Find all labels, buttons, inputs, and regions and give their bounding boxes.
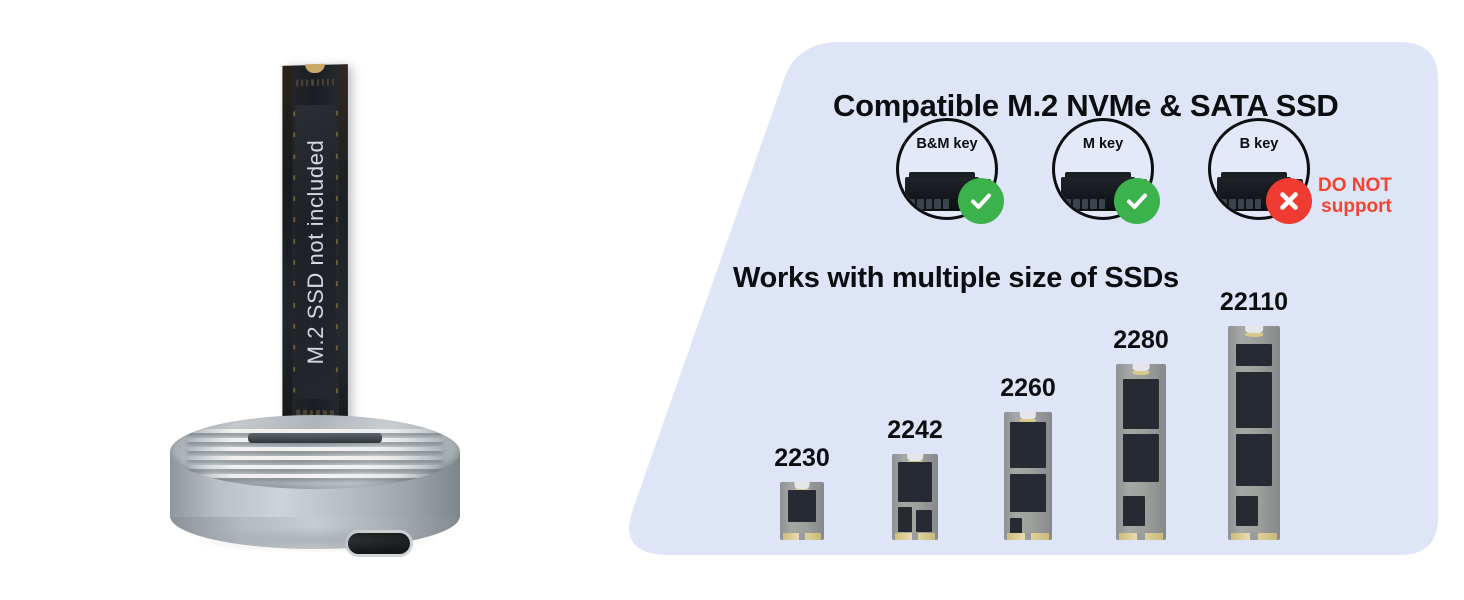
docking-station [170,415,460,554]
drive-chip [1236,372,1272,428]
drive-chip [788,490,816,522]
cross-icon [1280,192,1298,210]
dock-base-top [170,415,460,489]
drive-notch [1245,325,1263,337]
drive-notch [1132,363,1150,375]
drive-chip [1123,379,1159,429]
pcb-top-components [296,78,334,87]
drive-22110: 22110 [1220,282,1288,540]
usb-c-port [348,533,410,554]
pcb-right-edge [338,64,348,438]
compatibility-panel: Compatible M.2 NVMe & SATA SSD B& [608,40,1440,557]
drive-chip [1123,434,1159,482]
drive-body-2280 [1116,363,1166,540]
drive-2230: 2230 [774,438,830,540]
ssd-not-included-text: M.2 SSD not included [302,139,328,365]
drive-size-group: 2230 2242 2260 2280 22110 [758,288,1438,558]
supported-badge-bm [958,178,1004,224]
drive-gold-connector [1231,533,1277,540]
drive-chip [1236,496,1258,526]
drive-chip [898,462,932,502]
drive-body-22110 [1228,325,1280,540]
drive-chip [1236,344,1272,366]
drive-gold-connector [1006,533,1050,540]
check-icon [1127,193,1147,209]
drive-notch [1019,411,1037,423]
ssd-label: M.2 SSD not included [295,104,336,400]
drive-label-2242: 2242 [887,416,943,444]
m2-slot [248,433,382,443]
drive-label-2280: 2280 [1113,326,1169,354]
drive-gold-connector [1119,533,1163,540]
drive-gold-connector [894,533,936,540]
key-card-b: B key DO NOT support [1208,118,1392,224]
drive-body-2260 [1004,411,1052,540]
drive-2260: 2260 [1000,368,1056,540]
drive-notch [907,453,923,465]
do-not-support-line2: support [1321,195,1392,217]
drive-notch [794,481,810,493]
drive-label-22110: 22110 [1219,288,1289,316]
drive-chip [1010,422,1046,468]
check-icon [971,193,991,209]
product-photo: M.2 SSD not included [60,20,580,560]
panel-subtitle: Works with multiple size of SSDs [733,262,1179,294]
drive-chip [1236,434,1272,486]
supported-badge-m [1114,178,1160,224]
not-supported-badge-b [1266,178,1312,224]
key-compatibility-group: B&M key [896,118,1396,253]
ssd-top-notch [305,63,325,74]
pcb-left-edge [282,65,293,437]
drive-2242: 2242 [887,410,943,540]
drive-chip [898,507,912,532]
key-card-m: M key [1052,118,1160,224]
drive-gold-connector [782,533,822,540]
drive-2280: 2280 [1113,320,1169,540]
drive-body-2242 [892,453,938,540]
drive-label-2230: 2230 [774,444,830,472]
key-label-m: M key [1082,136,1124,152]
key-label-bm: B&M key [916,136,978,152]
drive-body-2230 [780,481,824,540]
drive-label-2260: 2260 [1000,374,1056,402]
do-not-support-line1: DO NOT [1318,175,1392,196]
key-card-bm: B&M key [896,118,1004,224]
dock-shadow [188,527,442,553]
drive-chip [1123,496,1145,526]
panel-title: Compatible M.2 NVMe & SATA SSD [833,88,1339,123]
key-label-b: B key [1239,136,1279,152]
heatsink-fins [170,415,460,489]
m2-ssd-module: M.2 SSD not included [282,63,348,438]
drive-chip [1010,474,1046,512]
drive-chip [916,510,932,532]
